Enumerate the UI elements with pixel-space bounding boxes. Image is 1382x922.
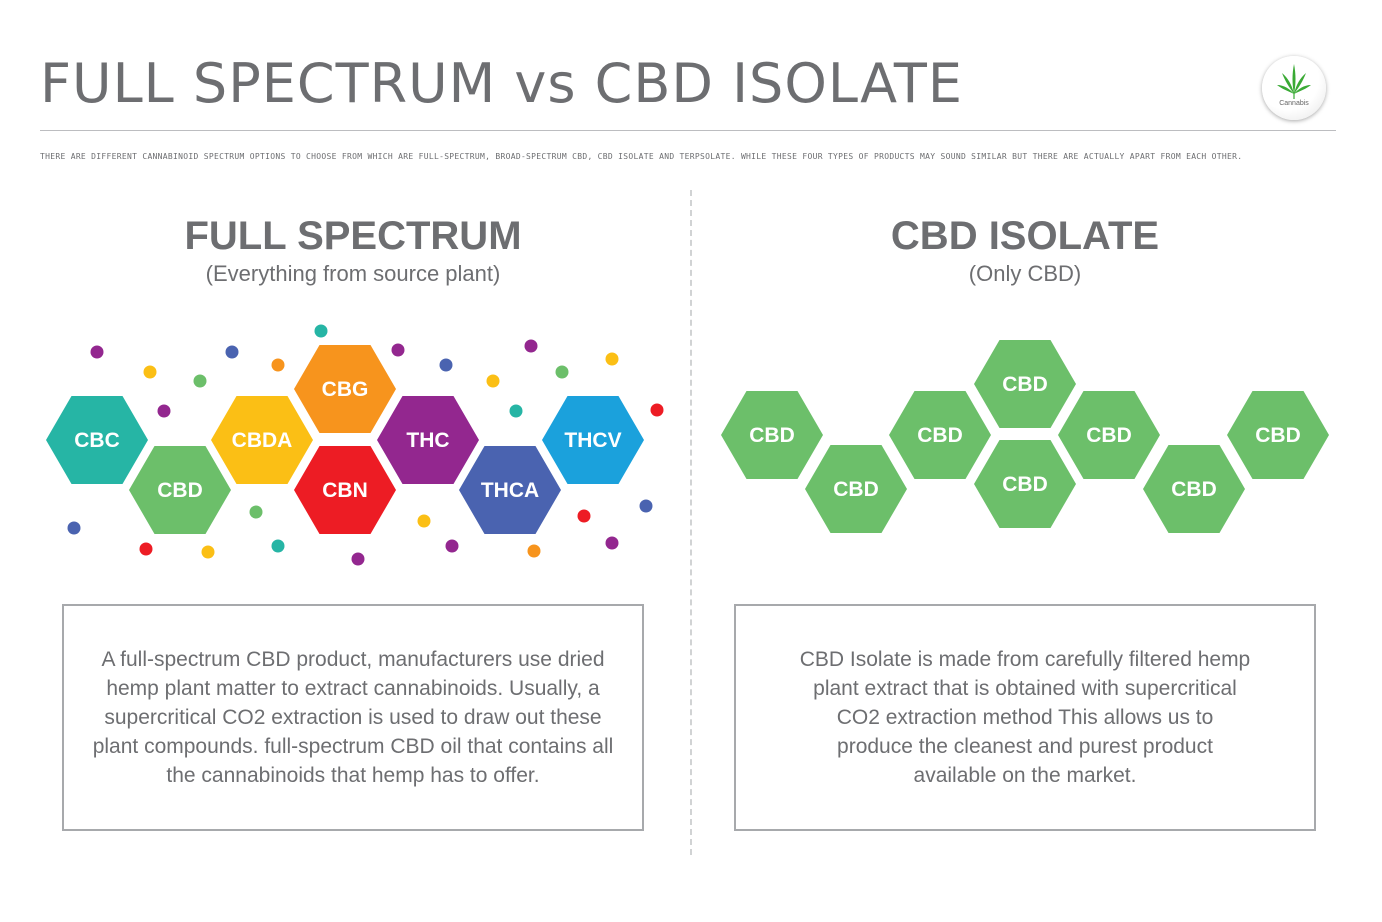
hexagon-cbd-label: CBD bbox=[157, 479, 203, 502]
header-rule bbox=[40, 130, 1336, 131]
page-title: FULL SPECTRUM vs CBD ISOLATE bbox=[40, 52, 964, 115]
isolate-hexagon-cbd-shape bbox=[974, 440, 1076, 528]
hexagon-thcv: THCV bbox=[542, 396, 644, 484]
decorative-dot bbox=[271, 358, 285, 372]
hexagon-cbg-shape bbox=[294, 345, 396, 433]
isolate-hexagon-cbd-label: CBD bbox=[1171, 478, 1217, 501]
hexagon-thcv-label: THCV bbox=[564, 429, 621, 452]
full-spectrum-description-box: A full-spectrum CBD product, manufacture… bbox=[62, 604, 644, 831]
hexagon-cbc-shape bbox=[46, 396, 148, 484]
cannabis-logo: Cannabis bbox=[1262, 56, 1326, 120]
decorative-dot bbox=[193, 374, 207, 388]
decorative-dot bbox=[271, 539, 285, 553]
hexagon-cbc-label: CBC bbox=[74, 429, 120, 452]
decorative-dot bbox=[90, 345, 104, 359]
cbd-isolate-header: CBD ISOLATE (Only CBD) bbox=[725, 213, 1325, 287]
isolate-hexagon-cbd-shape bbox=[1143, 445, 1245, 533]
hexagon-cbda-shape bbox=[211, 396, 313, 484]
isolate-hexagon-cbd-label: CBD bbox=[833, 478, 879, 501]
decorative-dot bbox=[605, 536, 619, 550]
decorative-dot bbox=[486, 374, 500, 388]
full-spectrum-description: A full-spectrum CBD product, manufacture… bbox=[92, 648, 614, 787]
cbd-isolate-subheading: (Only CBD) bbox=[968, 261, 1082, 286]
isolate-hexagon-cbd-shape bbox=[805, 445, 907, 533]
hexagon-thc: THC bbox=[377, 396, 479, 484]
decorative-dot bbox=[445, 539, 459, 553]
isolate-hexagon-cbd-label: CBD bbox=[917, 424, 963, 447]
isolate-hexagon-cbd-shape bbox=[889, 391, 991, 479]
isolate-hexagon-cbd-label: CBD bbox=[1002, 373, 1048, 396]
isolate-hexagon-cbd: CBD bbox=[974, 340, 1076, 428]
isolate-hexagon-cbd-label: CBD bbox=[749, 424, 795, 447]
hexagon-cbda: CBDA bbox=[211, 396, 313, 484]
decorative-dot bbox=[157, 404, 171, 418]
hexagon-cbn-label: CBN bbox=[322, 479, 368, 502]
isolate-hexagon-cbd-label: CBD bbox=[1255, 424, 1301, 447]
hexagon-cbd-shape bbox=[129, 446, 231, 534]
column-divider bbox=[690, 190, 692, 855]
hexagon-cbg: CBG bbox=[294, 345, 396, 433]
decorative-dot bbox=[577, 509, 591, 523]
isolate-hexagon-cbd: CBD bbox=[1143, 445, 1245, 533]
logo-text: Cannabis bbox=[1279, 100, 1309, 107]
isolate-hexagon-cbd-shape bbox=[1227, 391, 1329, 479]
hexagon-cbda-label: CBDA bbox=[232, 429, 293, 452]
decorative-dot bbox=[225, 345, 239, 359]
hexagon-thca: THCA bbox=[459, 446, 561, 534]
hexagon-cbn-shape bbox=[294, 446, 396, 534]
isolate-hexagon-cbd: CBD bbox=[1227, 391, 1329, 479]
decorative-dot bbox=[249, 505, 263, 519]
decorative-dot bbox=[417, 514, 431, 528]
hexagon-cbc: CBC bbox=[46, 396, 148, 484]
decorative-dot bbox=[139, 542, 153, 556]
hexagon-thcv-shape bbox=[542, 396, 644, 484]
cbd-isolate-description-box: CBD Isolate is made from carefully filte… bbox=[734, 604, 1316, 831]
cannabis-leaf-icon bbox=[1277, 64, 1311, 99]
isolate-hexagon-cbd-shape bbox=[974, 340, 1076, 428]
cbd-isolate-description: CBD Isolate is made from carefully filte… bbox=[799, 648, 1251, 787]
decorative-dot bbox=[527, 544, 541, 558]
isolate-hexagon-cbd-shape bbox=[1058, 391, 1160, 479]
decorative-dot bbox=[314, 324, 328, 338]
isolate-hexagon-cbd: CBD bbox=[889, 391, 991, 479]
isolate-hexagon-cbd: CBD bbox=[1058, 391, 1160, 479]
decorative-dot bbox=[143, 365, 157, 379]
decorative-dot bbox=[555, 365, 569, 379]
full-spectrum-subheading: (Everything from source plant) bbox=[205, 261, 501, 286]
cbd-isolate-heading: CBD ISOLATE bbox=[890, 214, 1160, 258]
intro-text: THERE ARE DIFFERENT CANNABINOID SPECTRUM… bbox=[40, 152, 1243, 161]
isolate-hexagon-cbd-label: CBD bbox=[1086, 424, 1132, 447]
decorative-dot bbox=[351, 552, 365, 566]
isolate-hexagon-cbd-shape bbox=[721, 391, 823, 479]
decorative-dot bbox=[201, 545, 215, 559]
hexagon-thc-shape bbox=[377, 396, 479, 484]
hexagon-thca-label: THCA bbox=[481, 479, 539, 502]
isolate-hexagon-cbd: CBD bbox=[805, 445, 907, 533]
decorative-dot bbox=[605, 352, 619, 366]
isolate-hexagon-cbd: CBD bbox=[974, 440, 1076, 528]
hexagon-cbn: CBN bbox=[294, 446, 396, 534]
decorative-dot bbox=[524, 339, 538, 353]
hexagon-cbd: CBD bbox=[129, 446, 231, 534]
decorative-dot bbox=[509, 404, 523, 418]
isolate-hexagon-cbd-label: CBD bbox=[1002, 473, 1048, 496]
decorative-dot bbox=[639, 499, 653, 513]
full-spectrum-header: FULL SPECTRUM (Everything from source pl… bbox=[53, 213, 653, 287]
hexagon-thc-label: THC bbox=[406, 429, 449, 452]
isolate-hexagon-cbd: CBD bbox=[721, 391, 823, 479]
decorative-dot bbox=[391, 343, 405, 357]
decorative-dot bbox=[650, 403, 664, 417]
hexagon-thca-shape bbox=[459, 446, 561, 534]
decorative-dot bbox=[439, 358, 453, 372]
decorative-dot bbox=[67, 521, 81, 535]
full-spectrum-heading: FULL SPECTRUM bbox=[184, 214, 522, 258]
hexagon-cbg-label: CBG bbox=[322, 378, 369, 401]
